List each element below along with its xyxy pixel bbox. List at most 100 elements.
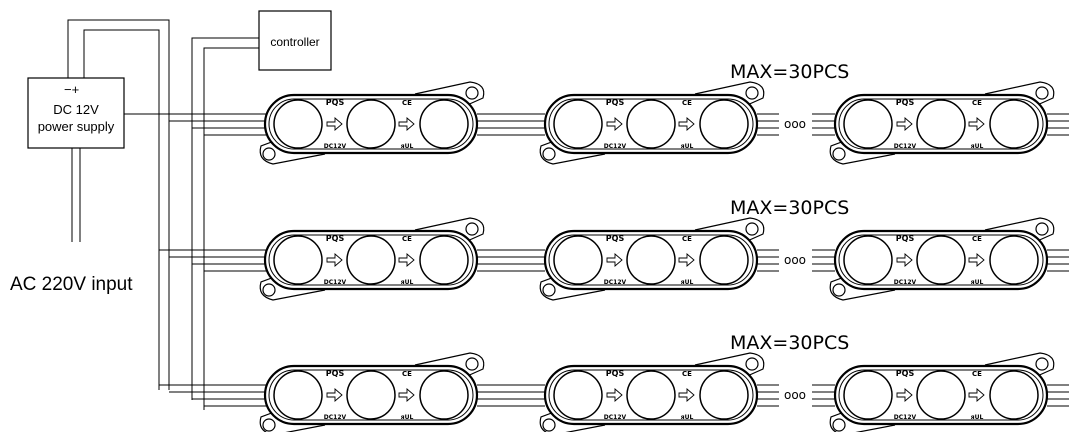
controller-outline xyxy=(258,10,332,71)
controller-wire-b xyxy=(203,47,259,410)
controller-wire-a xyxy=(191,37,259,400)
module-brand-label: PQS xyxy=(896,98,915,107)
psu-feed-wire-b xyxy=(83,29,160,390)
module-brand-label: PQS xyxy=(606,369,625,378)
mount-tab-upper xyxy=(984,217,1055,243)
module-housing-inner xyxy=(548,98,754,150)
mount-hole-lower xyxy=(262,418,276,432)
led-lens xyxy=(843,99,893,149)
mount-tab-lower xyxy=(829,139,896,165)
mount-hole-lower xyxy=(262,147,276,161)
module-ul-mark: яUL xyxy=(971,414,984,421)
module-ce-mark: CE xyxy=(972,235,982,243)
module-ce-mark: CE xyxy=(402,235,412,243)
row-max-label: MAX=30PCS xyxy=(730,197,849,219)
direction-arrow-icon xyxy=(678,388,695,402)
led-lens xyxy=(273,235,323,285)
module-ul-mark: яUL xyxy=(681,279,694,286)
led-lens xyxy=(553,235,603,285)
led-lens xyxy=(989,370,1039,420)
led-lens xyxy=(419,370,469,420)
module-housing-inner xyxy=(548,369,754,421)
mount-hole-lower xyxy=(832,418,846,432)
module-ul-mark: яUL xyxy=(971,279,984,286)
mount-hole-upper xyxy=(1035,86,1049,100)
mount-tab-lower xyxy=(539,139,606,165)
module-ce-mark: CE xyxy=(682,99,692,107)
module-brand-label: PQS xyxy=(326,369,345,378)
module-brand-label: PQS xyxy=(896,234,915,243)
mount-tab-upper xyxy=(694,81,765,107)
led-lens xyxy=(699,370,749,420)
module-ce-mark: CE xyxy=(402,370,412,378)
row-max-label: MAX=30PCS xyxy=(730,61,849,83)
controller-label: controller xyxy=(270,35,319,49)
module-housing-inner xyxy=(548,234,754,286)
module-brand-label: PQS xyxy=(606,98,625,107)
led-lens xyxy=(273,99,323,149)
direction-arrow-icon xyxy=(678,253,695,267)
row-continuation-dots: ooo xyxy=(784,388,806,402)
mount-tab-upper xyxy=(414,352,485,378)
direction-arrow-icon xyxy=(968,253,985,267)
power-supply-polarity: −+ xyxy=(64,82,79,97)
led-lens xyxy=(346,99,396,149)
mount-hole-lower xyxy=(832,147,846,161)
led-lens xyxy=(989,99,1039,149)
mount-hole-upper xyxy=(745,357,759,371)
led-lens xyxy=(626,370,676,420)
led-lens xyxy=(626,235,676,285)
module-ce-mark: CE xyxy=(972,370,982,378)
mount-tab-lower xyxy=(539,410,606,432)
mount-tab-upper xyxy=(984,352,1055,378)
mount-tab-lower xyxy=(539,275,606,301)
direction-arrow-icon xyxy=(326,117,343,131)
led-lens xyxy=(989,235,1039,285)
led-lens xyxy=(916,99,966,149)
led-lens xyxy=(419,99,469,149)
mount-hole-lower xyxy=(542,283,556,297)
module-ul-mark: яUL xyxy=(971,143,984,150)
module-ul-mark: яUL xyxy=(681,143,694,150)
module-ul-mark: яUL xyxy=(401,279,414,286)
row-continuation-dots: ooo xyxy=(784,253,806,267)
direction-arrow-icon xyxy=(896,388,913,402)
led-module: PQS CE DC12V яUL xyxy=(259,217,485,301)
direction-arrow-icon xyxy=(326,253,343,267)
led-lens xyxy=(626,99,676,149)
module-voltage-label: DC12V xyxy=(324,143,347,150)
mount-hole-upper xyxy=(745,222,759,236)
mount-tab-upper xyxy=(984,81,1055,107)
led-module: PQS CE DC12V яUL xyxy=(259,352,485,432)
module-ul-mark: яUL xyxy=(681,414,694,421)
module-voltage-label: DC12V xyxy=(324,414,347,421)
module-housing-inner xyxy=(268,234,474,286)
module-brand-label: PQS xyxy=(326,234,345,243)
module-housing-inner xyxy=(268,369,474,421)
led-lens xyxy=(843,235,893,285)
led-lens xyxy=(346,370,396,420)
mount-hole-upper xyxy=(1035,222,1049,236)
direction-arrow-icon xyxy=(968,117,985,131)
direction-arrow-icon xyxy=(606,117,623,131)
module-voltage-label: DC12V xyxy=(894,143,917,150)
mount-tab-upper xyxy=(694,352,765,378)
module-housing-inner xyxy=(838,98,1044,150)
mount-hole-upper xyxy=(465,222,479,236)
module-ul-mark: яUL xyxy=(401,414,414,421)
led-lens xyxy=(273,370,323,420)
module-housing-inner xyxy=(838,369,1044,421)
module-voltage-label: DC12V xyxy=(324,279,347,286)
led-module: PQS CE DC12V яUL xyxy=(539,81,765,165)
module-ce-mark: CE xyxy=(682,235,692,243)
module-voltage-label: DC12V xyxy=(604,143,627,150)
mount-hole-upper xyxy=(1035,357,1049,371)
direction-arrow-icon xyxy=(968,388,985,402)
direction-arrow-icon xyxy=(398,117,415,131)
